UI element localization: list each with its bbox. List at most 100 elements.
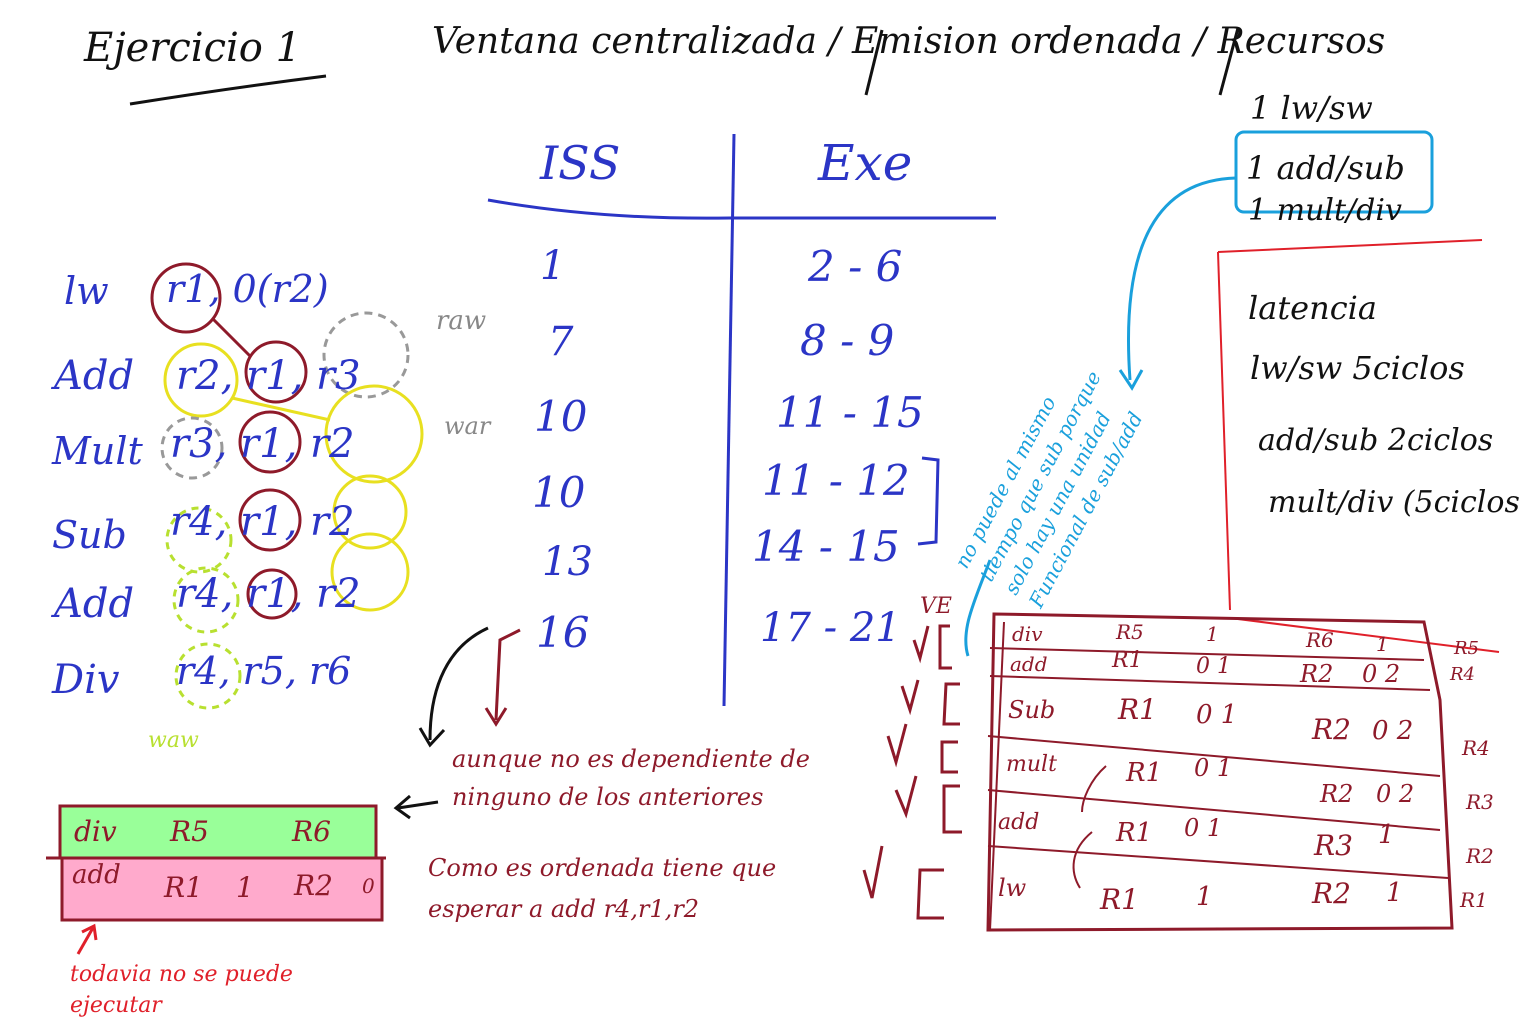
maroon-note-2: Como es ordenada tiene que esperar a add…	[428, 854, 777, 923]
latency-line: add/sub 2ciclos	[1258, 423, 1494, 458]
exe-cell: 17 - 21	[760, 605, 901, 651]
raw-label: raw	[436, 306, 487, 336]
cell-tag: R3	[1466, 790, 1494, 814]
exe-cell: 2 - 6	[808, 242, 903, 291]
program-op: Div	[52, 657, 120, 703]
cell-op: add	[72, 860, 121, 890]
cell-d: 0 2	[1372, 716, 1414, 746]
circle-r2-add2	[330, 532, 410, 612]
cell-b: 0 1	[1196, 700, 1238, 730]
resource-line: 1 lw/sw	[1250, 89, 1373, 127]
cell-tag: R5	[1454, 638, 1480, 659]
cell-d: 1	[1378, 820, 1395, 850]
cell-a: R1	[164, 871, 203, 904]
iss-cell: 10	[534, 392, 588, 441]
circle-r2-sub	[332, 474, 408, 550]
cell-d: 0 2	[1376, 780, 1415, 808]
iss-cell: 1	[540, 243, 566, 289]
timeline-header-line	[487, 198, 996, 220]
iss-cell: 10	[532, 468, 586, 517]
resource-highlight-box	[1234, 130, 1434, 214]
maroon-arrow	[494, 628, 521, 721]
red-note: todavia no se puede ejecutar	[70, 962, 293, 1018]
cell-op: Sub	[1008, 696, 1056, 724]
cell-tag: R2	[1466, 844, 1494, 868]
cell-c: R2	[1312, 877, 1351, 910]
cell-d: 1	[1386, 878, 1403, 908]
cell-a: R1	[1112, 648, 1143, 673]
program-op: Add	[54, 581, 135, 627]
black-arrow-left	[397, 800, 439, 810]
cell-a: R5	[170, 815, 209, 848]
latency-line: lw/sw 5ciclos	[1250, 349, 1465, 387]
cell-b: 1	[1206, 622, 1219, 646]
cell-op: lw	[998, 874, 1027, 902]
program-op: lw	[64, 269, 109, 313]
circle-r3-mult	[160, 416, 224, 480]
circle-r1-sub	[238, 488, 302, 552]
header-slash-2	[1218, 27, 1240, 96]
program-args: r1, 0(r2)	[166, 267, 329, 311]
program-op: Add	[54, 353, 135, 399]
title-underline	[129, 74, 327, 106]
black-arrow-down	[428, 626, 489, 741]
exe-cell: 8 - 9	[800, 316, 895, 365]
cell-c: R6	[292, 815, 331, 848]
war-connector	[231, 396, 331, 422]
resource-line: 1 mult/div	[1248, 193, 1402, 228]
latency-top-line	[1217, 239, 1483, 253]
iss-cell: 7	[548, 319, 574, 365]
cell-a: R1	[1116, 818, 1153, 848]
program-args: r4, r1, r2	[170, 499, 355, 545]
ve-label: VE	[920, 594, 952, 619]
cell-b: 0 1	[1194, 754, 1233, 782]
window-large-frame	[986, 612, 1454, 932]
red-arrow	[76, 925, 96, 955]
resource-line: 1 add/sub	[1246, 149, 1405, 187]
circle-r4-sub	[165, 506, 233, 574]
circle-r2-mult	[324, 384, 424, 484]
cell-c: R3	[1314, 829, 1353, 862]
cell-c: R2	[1300, 660, 1334, 688]
cell-c: R2	[294, 869, 333, 902]
latency-title: latencia	[1248, 289, 1377, 327]
circle-r1-mult	[238, 410, 302, 474]
program-args: r4, r1, r2	[176, 571, 361, 617]
window-small-row-add	[60, 856, 384, 922]
cell-op: add	[1010, 652, 1048, 676]
war-label: war	[444, 412, 491, 440]
cell-d: 1	[1376, 632, 1389, 656]
raw-connector	[210, 316, 252, 358]
exe-cell: 11 - 15	[776, 388, 924, 437]
cell-op: div	[74, 815, 117, 848]
exe-cell: 11 - 12	[762, 456, 910, 505]
cell-d: 0	[362, 874, 375, 898]
page-title: Ejercicio 1	[84, 25, 302, 71]
iss-cell: 16	[536, 608, 590, 657]
resource-arrow-line	[1127, 176, 1237, 381]
check-2	[900, 679, 920, 716]
cell-c: R2	[1312, 713, 1351, 746]
program-args: r2, r1, r3	[176, 353, 361, 399]
circle-r2-add	[163, 342, 239, 418]
check-3	[886, 723, 908, 768]
iss-cell: 13	[542, 539, 593, 585]
check-4	[894, 775, 918, 819]
check-1	[912, 625, 930, 664]
cell-a: R1	[1126, 758, 1163, 788]
iss-header: ISS	[540, 136, 621, 190]
cell-op: add	[998, 810, 1040, 835]
cell-b: 1	[1196, 882, 1213, 912]
program-args: r3, r1, r2	[170, 421, 355, 467]
latency-line: mult/div (5ciclos	[1268, 485, 1520, 520]
cell-b: 0 1	[1196, 654, 1231, 679]
cell-op: mult	[1006, 752, 1057, 777]
cell-tag: R1	[1460, 888, 1488, 912]
program-args: r4, r5, r6	[176, 649, 352, 693]
cell-a: R1	[1100, 883, 1139, 916]
program-op: Sub	[52, 513, 127, 557]
circle-r4-add	[172, 566, 240, 634]
check-5	[862, 845, 884, 899]
cell-c: R2	[1320, 780, 1354, 808]
